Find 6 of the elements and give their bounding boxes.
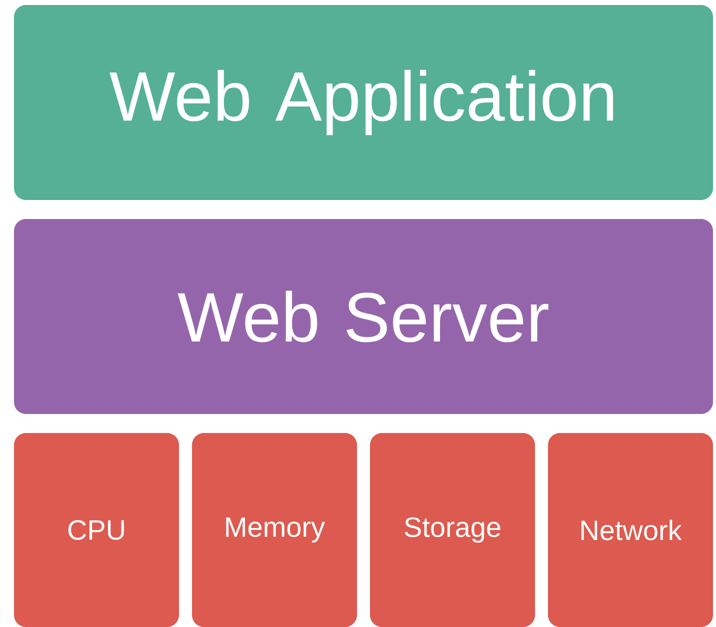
resource-box: Network	[548, 433, 713, 627]
layer-box: Web Server	[14, 219, 713, 414]
layer-box: Web Application	[14, 5, 713, 200]
resource-box: CPU	[14, 433, 179, 627]
resource-box: Memory	[192, 433, 357, 627]
resource-box: Storage	[370, 433, 535, 627]
